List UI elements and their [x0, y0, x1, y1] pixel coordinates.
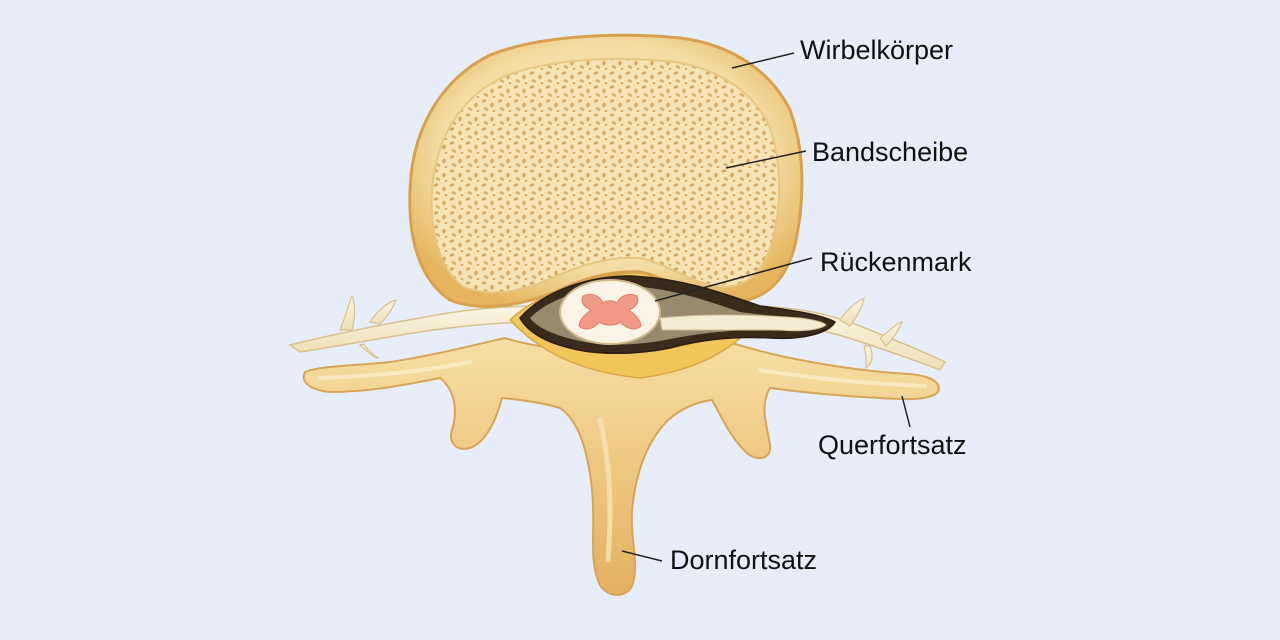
- leader-line-disc: [725, 150, 807, 169]
- spinous-process-label: Dornfortsatz: [670, 545, 818, 575]
- leader-lines: [621, 52, 911, 562]
- vertebral-body: [408, 33, 804, 308]
- intervertebral-disc-label: Bandscheibe: [812, 137, 969, 167]
- leader-line-spinous-process: [621, 550, 663, 562]
- leader-line-spinal-cord: [654, 257, 813, 302]
- leader-line-vertebral-body: [731, 52, 795, 69]
- vertebral-arch: [302, 336, 940, 596]
- vertebral-body-label: Wirbelkörper: [800, 35, 954, 65]
- grey-matter: [578, 293, 642, 330]
- spinal-canal: [519, 275, 837, 355]
- leader-line-transverse-process: [901, 395, 911, 428]
- transverse-process-label: Querfortsatz: [818, 430, 967, 460]
- spinal-cord-label: Rückenmark: [820, 247, 972, 277]
